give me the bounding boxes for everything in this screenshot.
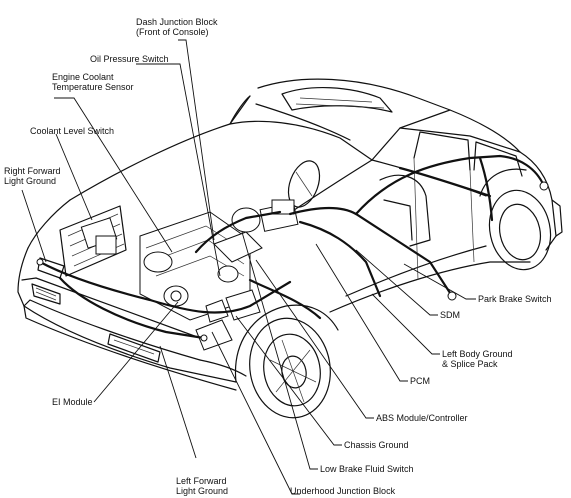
label-oil-pressure-switch-line1: Oil Pressure Switch <box>90 54 169 64</box>
label-coolant-level-switch-line1: Coolant Level Switch <box>30 126 115 136</box>
label-chassis-ground: Chassis Ground <box>344 440 409 450</box>
label-sdm: SDM <box>440 310 460 320</box>
label-chassis-ground-line1: Chassis Ground <box>344 440 409 450</box>
label-abs-module-controller-line1: ABS Module/Controller <box>376 413 468 423</box>
label-left-body-ground-line1: Left Body Ground <box>442 349 513 359</box>
label-left-body-ground: Left Body Ground & Splice Pack <box>442 349 513 369</box>
label-park-brake-switch: Park Brake Switch <box>478 294 552 304</box>
wiring-harness <box>36 154 549 342</box>
label-left-forward-light-ground-line2: Light Ground <box>176 486 229 496</box>
label-right-forward-light-ground-line1: Right Forward <box>4 166 61 176</box>
label-pcm: PCM <box>410 376 430 386</box>
label-right-forward-light-ground: Right Forward Light Ground <box>4 166 61 186</box>
label-coolant-level-switch: Coolant Level Switch <box>30 126 114 136</box>
car-body <box>17 78 563 419</box>
label-ei-module: EI Module <box>52 397 93 407</box>
label-abs-module-controller: ABS Module/Controller <box>376 413 468 423</box>
label-engine-coolant-temp-sensor: Engine Coolant Temperature Sensor <box>52 72 134 92</box>
label-park-brake-switch-line1: Park Brake Switch <box>478 294 552 304</box>
label-left-forward-light-ground: Left Forward Light Ground <box>176 476 228 496</box>
label-dash-junction-block-line1: Dash Junction Block <box>136 17 218 27</box>
label-right-forward-light-ground-line2: Light Ground <box>4 176 57 186</box>
label-underhood-junction-block-line1: Underhood Junction Block <box>290 486 396 496</box>
label-ei-module-line1: EI Module <box>52 397 93 407</box>
label-sdm-line1: SDM <box>440 310 460 320</box>
label-engine-coolant-temp-sensor-line1: Engine Coolant <box>52 72 114 82</box>
label-low-brake-fluid-switch: Low Brake Fluid Switch <box>320 464 414 474</box>
label-engine-coolant-temp-sensor-line2: Temperature Sensor <box>52 82 134 92</box>
label-left-body-ground-line2: & Splice Pack <box>442 359 498 369</box>
label-pcm-line1: PCM <box>410 376 430 386</box>
label-dash-junction-block: Dash Junction Block (Front of Console) <box>136 17 218 37</box>
label-low-brake-fluid-switch-line1: Low Brake Fluid Switch <box>320 464 414 474</box>
engine-compartment <box>59 199 299 351</box>
label-left-forward-light-ground-line1: Left Forward <box>176 476 227 486</box>
label-oil-pressure-switch: Oil Pressure Switch <box>90 54 169 64</box>
label-underhood-junction-block: Underhood Junction Block <box>290 486 395 496</box>
leader-lines <box>21 39 476 495</box>
label-dash-junction-block-line2: (Front of Console) <box>136 27 209 37</box>
